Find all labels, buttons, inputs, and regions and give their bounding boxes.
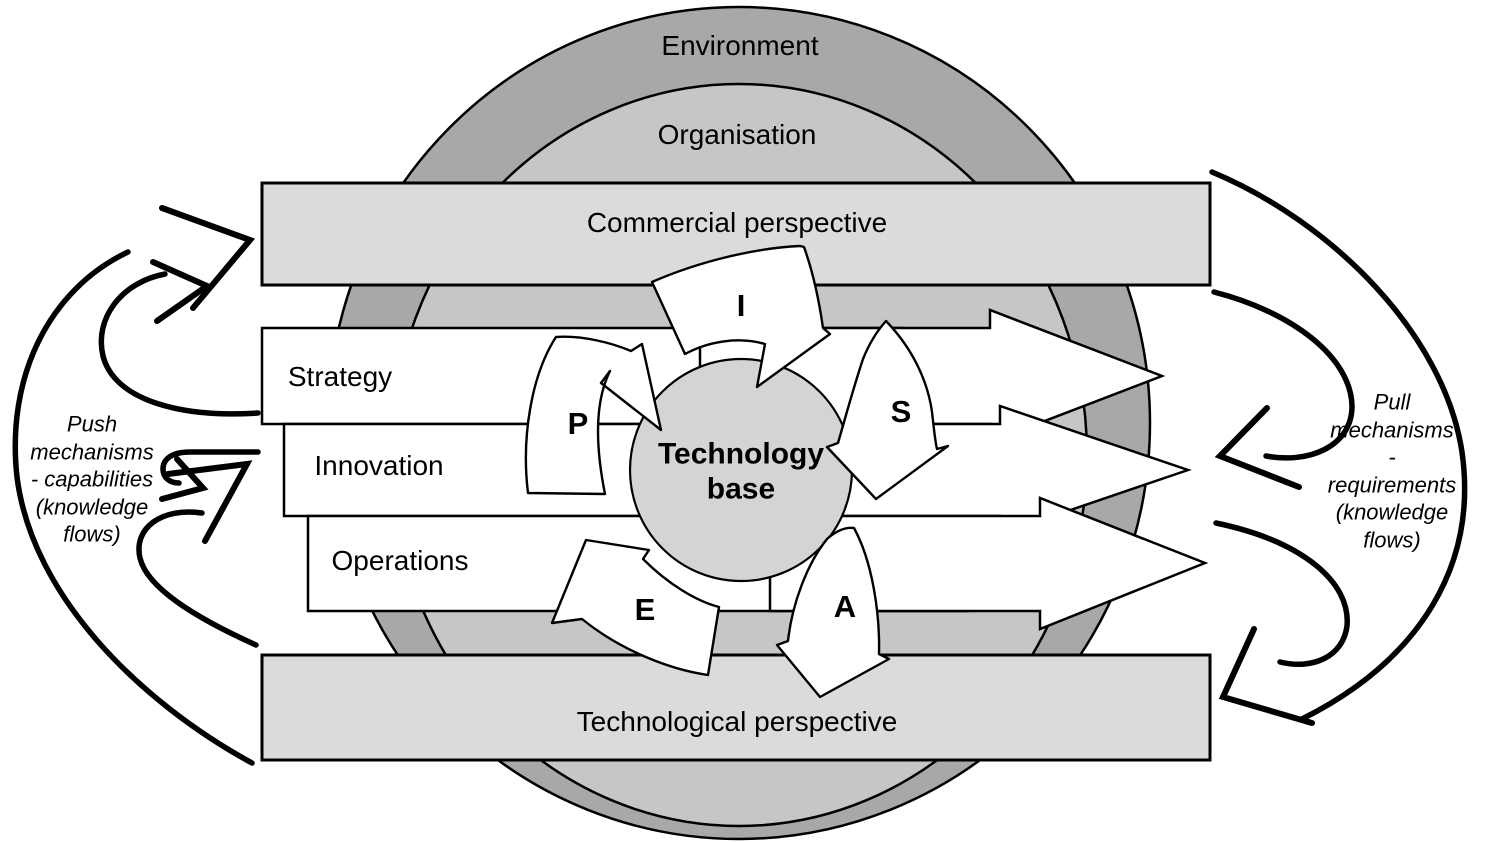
technology-base-label: Technology base bbox=[657, 437, 825, 506]
pull-upper-arrowhead-icon bbox=[1214, 405, 1302, 490]
commercial-perspective-label: Commercial perspective bbox=[586, 206, 888, 238]
protection-cycle-arrow bbox=[524, 335, 663, 496]
pull-outer-arrowhead-icon bbox=[1218, 626, 1315, 726]
acquisition-letter: A bbox=[833, 589, 857, 625]
pull-mechanisms-note: Pull mechanisms - requirements (knowledg… bbox=[1327, 389, 1457, 553]
pull-outer-curve bbox=[1209, 169, 1468, 722]
push-innovation-arrowhead-icon bbox=[165, 460, 253, 544]
operations-label: Operations bbox=[331, 544, 469, 576]
push-mechanisms-note: Push mechanisms - capabilities (knowledg… bbox=[30, 411, 154, 547]
pull-lower-loop bbox=[1213, 520, 1350, 668]
push-strategy-arrowhead-icon bbox=[150, 259, 214, 324]
environment-label: Environment bbox=[661, 29, 819, 61]
technological-perspective-bar bbox=[260, 653, 1212, 762]
push-outer-curve bbox=[12, 249, 255, 766]
identification-letter: I bbox=[736, 288, 746, 324]
selection-letter: S bbox=[890, 394, 912, 430]
push-flow-arrows bbox=[12, 205, 261, 766]
push-strategy-loop bbox=[98, 271, 261, 417]
pull-upper-loop bbox=[1211, 289, 1355, 461]
technological-perspective-label: Technological perspective bbox=[576, 705, 898, 737]
push-innovation-loop bbox=[136, 509, 259, 648]
push-feedback-hook bbox=[160, 449, 261, 486]
identification-cycle-arrow bbox=[650, 244, 832, 389]
strategy-label: Strategy bbox=[287, 360, 393, 392]
push-feedback-arrowhead-icon bbox=[159, 456, 209, 502]
exploitation-cycle-arrow bbox=[550, 538, 721, 677]
organisation-label: Organisation bbox=[657, 118, 817, 150]
pull-flow-arrows bbox=[1209, 169, 1468, 726]
exploitation-letter: E bbox=[634, 592, 656, 628]
protection-letter: P bbox=[567, 406, 589, 442]
acquisition-cycle-arrow bbox=[775, 526, 891, 699]
push-outer-arrowhead-icon bbox=[159, 205, 256, 311]
innovation-label: Innovation bbox=[314, 449, 444, 481]
selection-cycle-arrow bbox=[825, 319, 950, 501]
